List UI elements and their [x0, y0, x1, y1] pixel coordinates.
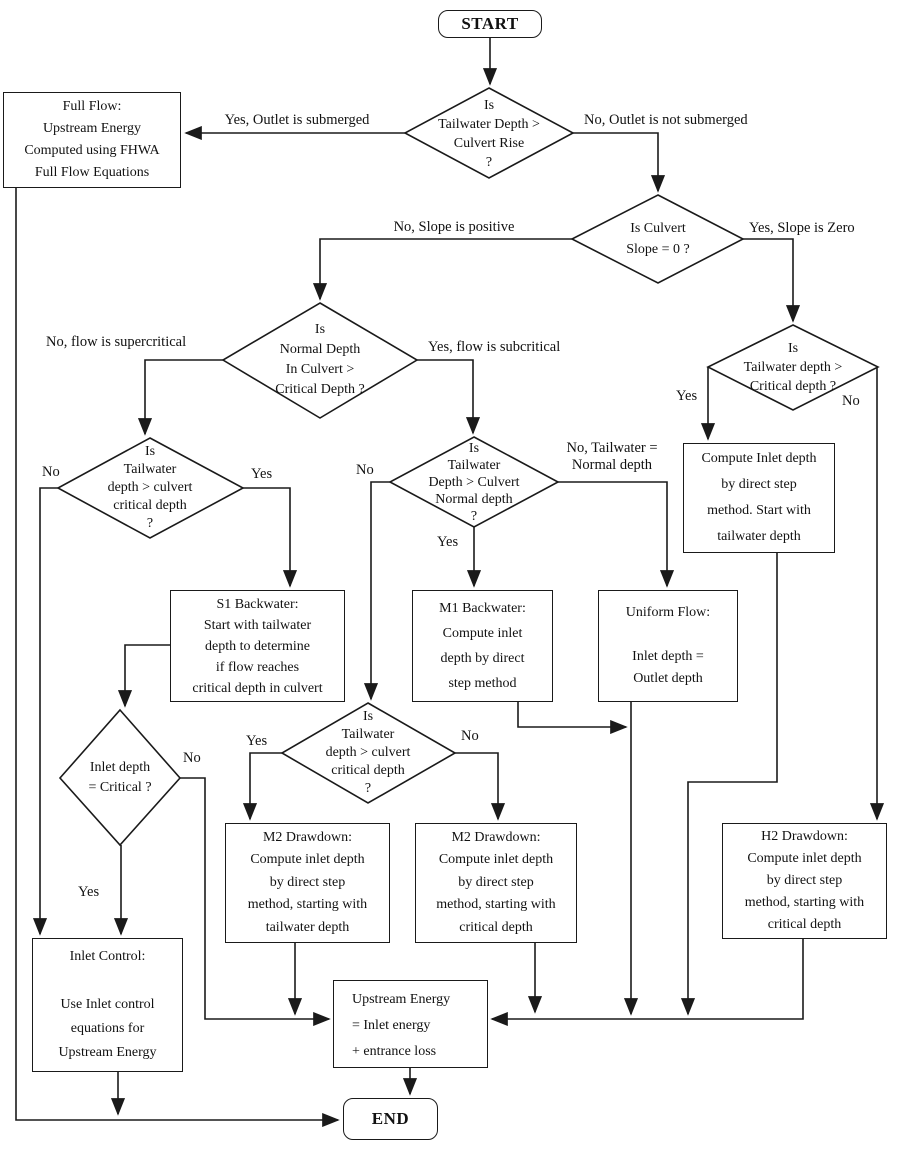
decision-tailwater-gt-culvert-rise: Is Tailwater Depth > Culvert Rise ? — [438, 98, 540, 170]
edge-label-d5-no: No — [42, 464, 60, 480]
decision-tailwater-gt-culvert-critical-mid-shape — [280, 702, 457, 804]
decision-normal-gt-critical: Is Normal Depth In Culvert > Critical De… — [275, 322, 365, 397]
decision-normal-gt-critical-shape — [221, 302, 419, 419]
decision-culvert-slope-zero-shape — [570, 194, 745, 284]
edge-label-d6-no: No — [356, 462, 374, 478]
process-compute-inlet-direct-step-tailwater: Compute Inlet depth by direct step metho… — [683, 443, 835, 553]
process-m2-drawdown-tailwater: M2 Drawdown: Compute inlet depth by dire… — [225, 823, 390, 943]
decision-inlet-depth-critical-shape — [58, 708, 182, 847]
decision-tailwater-gt-culvert-normal-shape — [388, 436, 560, 528]
decision-inlet-depth-critical: Inlet depth = Critical ? — [88, 760, 152, 795]
process-inlet-control: Inlet Control: Use Inlet control equatio… — [32, 938, 183, 1072]
process-upstream-energy: Upstream Energy = Inlet energy + entranc… — [333, 980, 488, 1068]
decision-tailwater-gt-culvert-rise-shape — [403, 87, 575, 179]
edge-label-yes-slope-zero: Yes, Slope is Zero — [749, 220, 855, 236]
edge-label-d5-yes: Yes — [251, 466, 273, 482]
decision-tailwater-gt-culvert-critical-left-shape — [56, 437, 245, 539]
edge-label-d8-yes: Yes — [78, 884, 100, 900]
edge-label-d4-no: No — [842, 393, 860, 409]
connector-d5-yes-to-s1 — [243, 487, 298, 588]
connector-d7-no-to-m2-critical — [455, 752, 506, 821]
connector-d7-yes-to-m2-tailwater — [242, 752, 282, 821]
edge-label-d6-yes: Yes — [437, 534, 459, 550]
decision-tailwater-gt-culvert-critical-left: Is Tailwater depth > culvert critical de… — [107, 444, 193, 531]
connector-d5-no-to-inlet-control — [32, 487, 58, 936]
process-uniform-flow: Uniform Flow: Inlet depth = Outlet depth — [598, 590, 738, 702]
edge-label-d7-yes: Yes — [246, 733, 268, 749]
connector-d8-no-to-upstream-energy — [180, 777, 331, 1027]
connector-s1-to-d8 — [117, 644, 170, 708]
process-full-flow: Full Flow: Upstream Energy Computed usin… — [3, 92, 181, 188]
connector-d3-no-to-d5 — [137, 359, 223, 436]
process-h2-drawdown: H2 Drawdown: Compute inlet depth by dire… — [722, 823, 887, 939]
process-m2-drawdown-critical: M2 Drawdown: Compute inlet depth by dire… — [415, 823, 577, 943]
connector-full-flow-to-end — [15, 188, 340, 1128]
decision-tailwater-gt-culvert-critical-mid: Is Tailwater depth > culvert critical de… — [325, 709, 411, 796]
edge-label-d7-no: No — [461, 728, 479, 744]
connector-d3-yes-to-d6 — [417, 359, 481, 435]
edge-label-yes-outlet-submerged: Yes, Outlet is submerged — [224, 112, 370, 128]
decision-tailwater-gt-culvert-normal: Is Tailwater Depth > Culvert Normal dept… — [428, 440, 520, 524]
start-terminator: START — [438, 10, 542, 38]
connector-d2-yes-to-d4 — [743, 238, 801, 323]
edge-label-yes-flow-subcritical: Yes, flow is subcritical — [428, 339, 561, 355]
decision-culvert-slope-zero: Is Culvert Slope = 0 ? — [626, 221, 690, 257]
connector-d1-no-to-d2 — [573, 132, 666, 193]
edge-label-d8-no: No — [183, 750, 201, 766]
process-m1-backwater: M1 Backwater: Compute inlet depth by dir… — [412, 590, 553, 702]
connector-h2-to-upstream-energy — [490, 939, 804, 1027]
edge-label-d4-yes: Yes — [676, 388, 698, 404]
connector-m1-to-merge — [517, 702, 628, 735]
edge-label-no-outlet-not-submerged: No, Outlet is not submerged — [584, 112, 748, 128]
process-s1-backwater: S1 Backwater: Start with tailwater depth… — [170, 590, 345, 702]
edge-label-d6-no-tailwater-normal: No, Tailwater = Normal depth — [566, 440, 658, 473]
connector-d6-no-to-d7 — [363, 481, 390, 701]
decision-tailwater-gt-critical-right-shape — [706, 324, 880, 411]
connector-d2-no-to-d3 — [312, 238, 572, 301]
edge-label-no-slope-positive: No, Slope is positive — [393, 219, 515, 235]
connector-compute-inlet-to-junction — [680, 553, 778, 1016]
decision-tailwater-gt-critical-right: Is Tailwater depth > Critical depth ? — [743, 340, 843, 394]
edge-label-no-flow-supercritical: No, flow is supercritical — [46, 334, 187, 350]
end-terminator: END — [343, 1098, 438, 1140]
connector-d6-no-tailwater-to-uniform — [558, 481, 675, 588]
